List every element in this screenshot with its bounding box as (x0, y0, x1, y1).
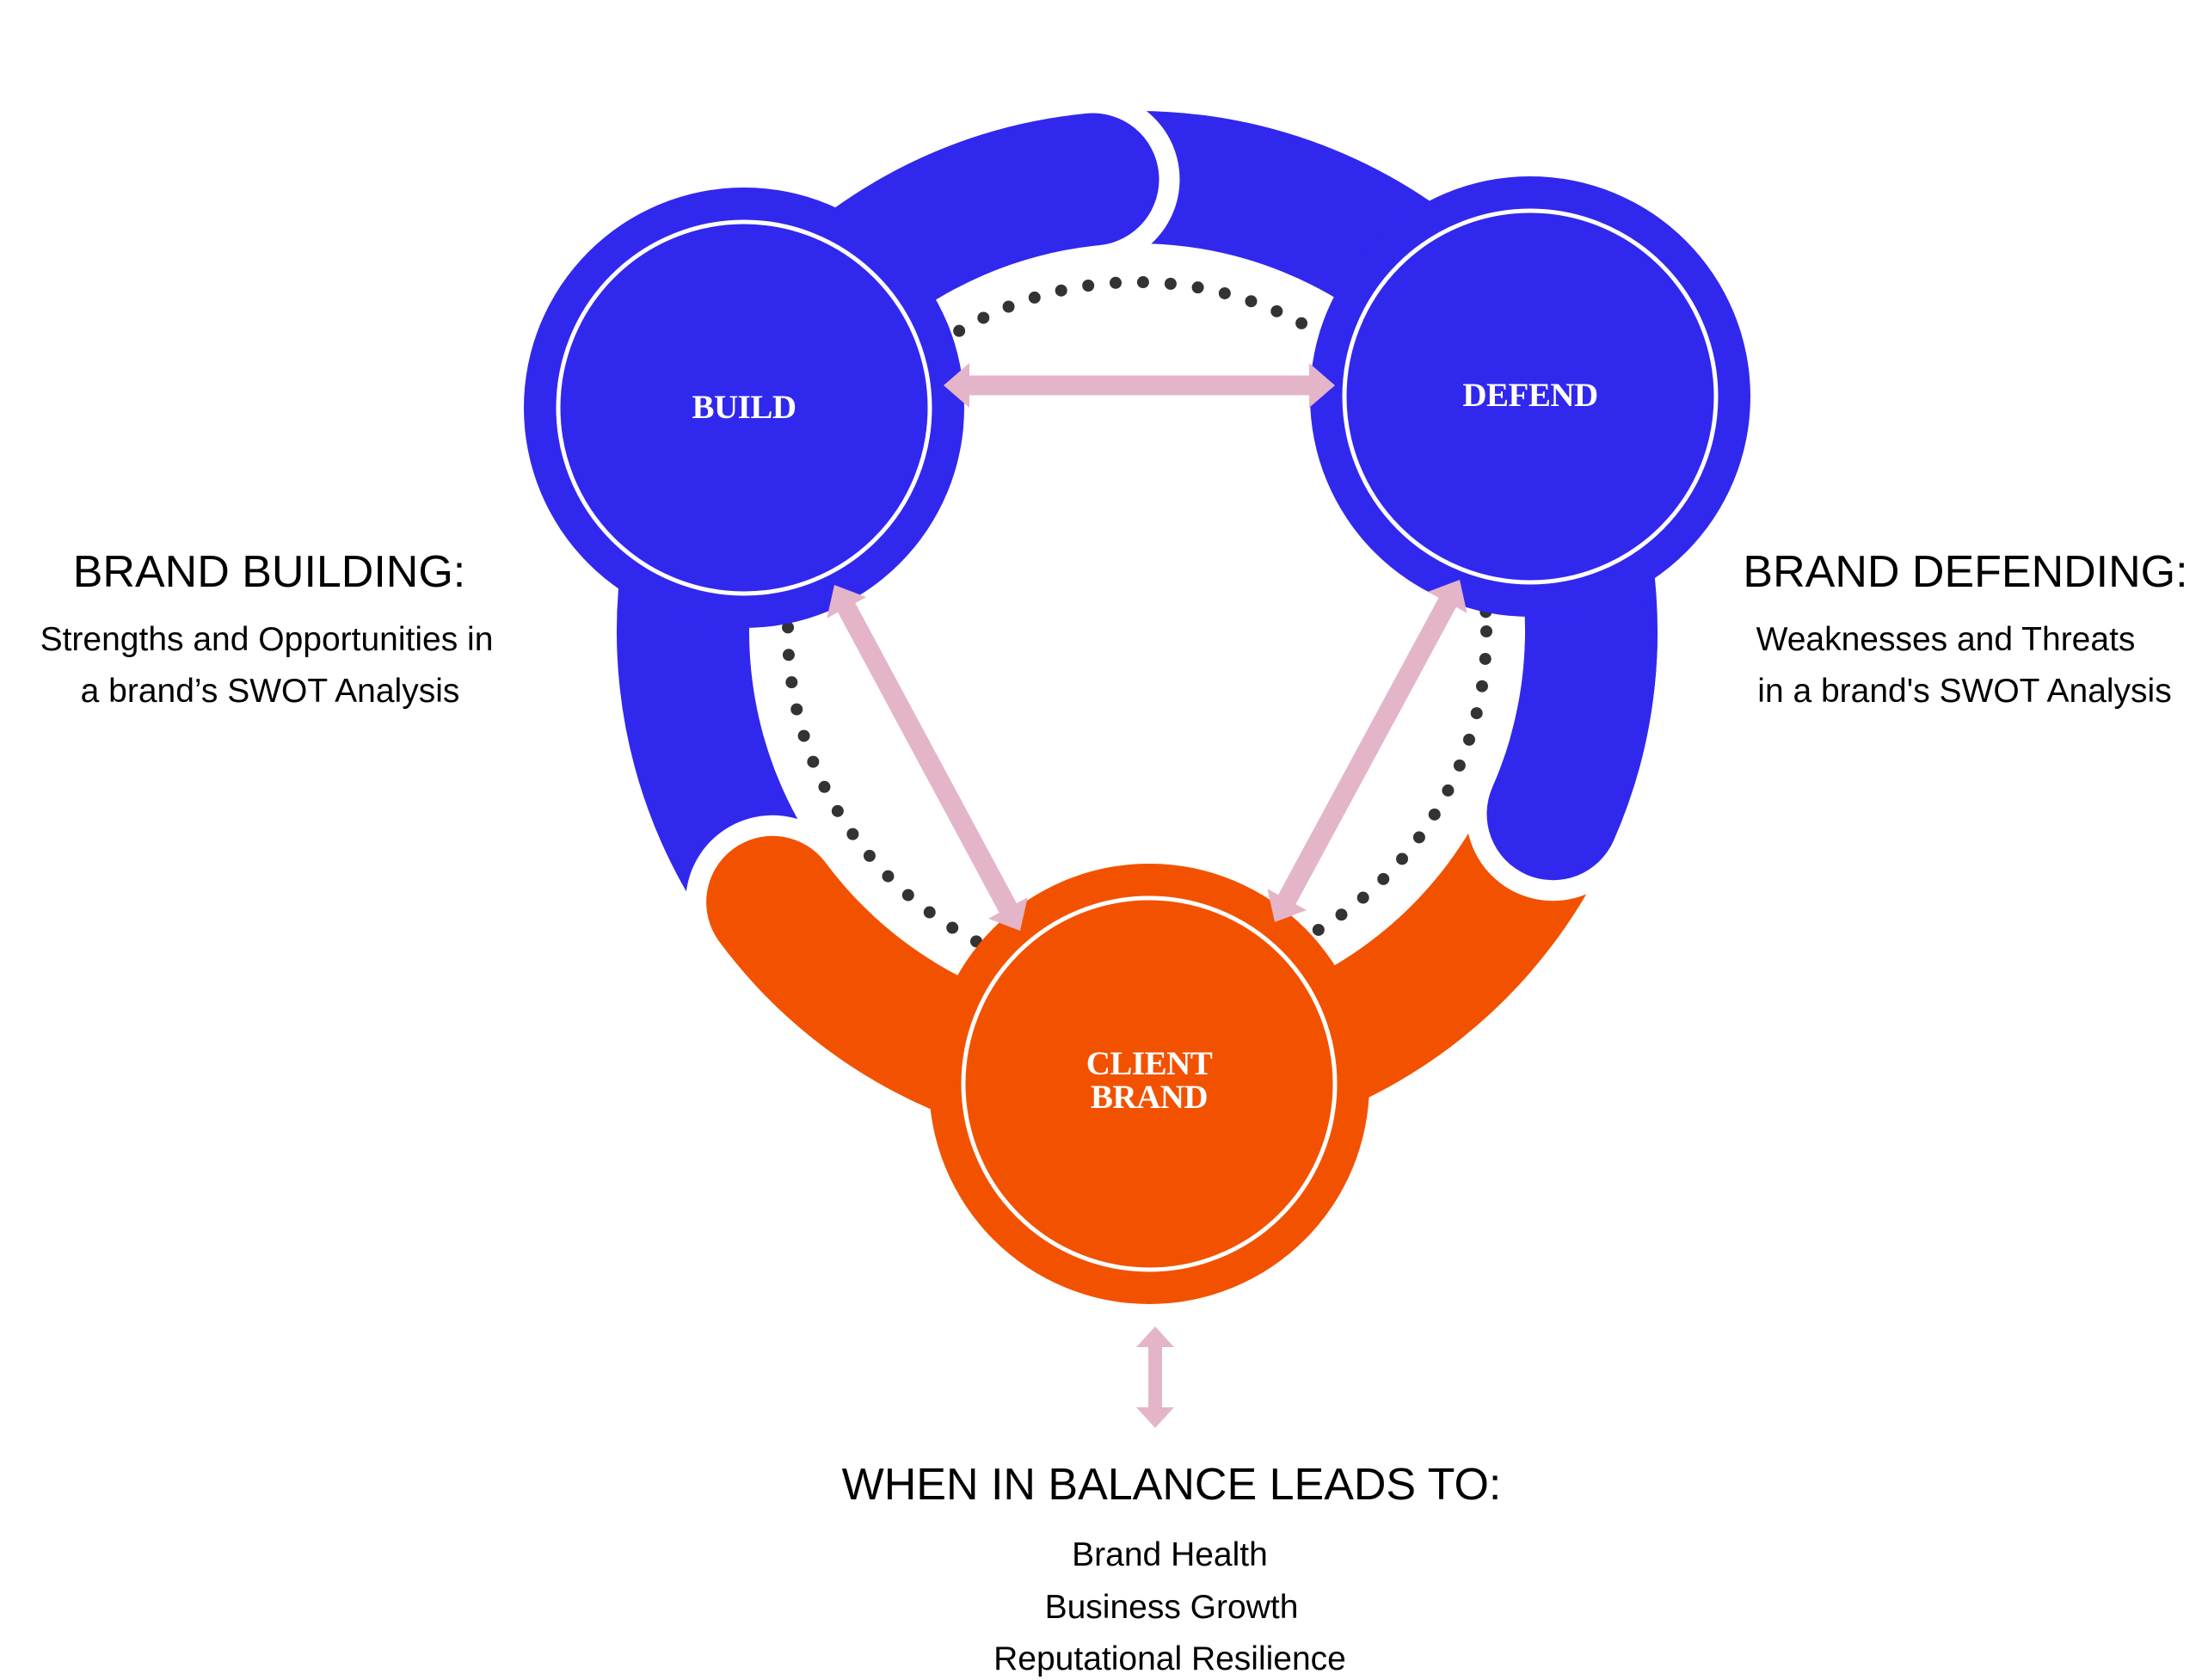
outcome-section: WHEN IN BALANCE LEADS TO: Brand Health B… (842, 1460, 1502, 1677)
brand-building-line-1: Strengths and Opportunities in (40, 621, 494, 658)
node-client-brand: CLIENT BRAND (929, 864, 1369, 1304)
node-build-label: BUILD (692, 389, 796, 426)
brand-building-heading: BRAND BUILDING: (73, 547, 466, 597)
node-defend-white-ring (1342, 208, 1719, 585)
brand-defending-annotation: BRAND DEFENDING: Weaknesses and Threats … (1743, 547, 2187, 710)
outcome-item: Brand Health (1072, 1536, 1268, 1573)
outcome-item: Business Growth (1045, 1589, 1299, 1626)
node-client-white-ring (961, 895, 1338, 1272)
brand-defending-line-1: Weaknesses and Threats (1756, 621, 2136, 658)
outcome-item: Reputational Resilience (993, 1640, 1346, 1677)
node-build-outer-circle (524, 188, 964, 628)
node-defend-outer-circle (1310, 176, 1750, 617)
outcome-heading: WHEN IN BALANCE LEADS TO: (842, 1460, 1502, 1510)
brand-building-annotation: BRAND BUILDING: Strengths and Opportunit… (40, 547, 494, 710)
brand-defending-line-2: in a brand's SWOT Analysis (1757, 673, 2171, 710)
band-segment-client-cap (706, 835, 967, 1086)
node-defend-label: DEFEND (1462, 377, 1597, 414)
node-build: BUILD (524, 188, 964, 628)
arrow-defend-client (1267, 580, 1467, 922)
arrow-client-outcome (1136, 1326, 1174, 1428)
arrow-build-client (827, 585, 1028, 931)
node-client-outer-circle (929, 864, 1369, 1304)
band-segment-defend-cap (1486, 578, 1658, 881)
node-client-label-line-2: BRAND (1091, 1079, 1208, 1116)
brand-defending-heading: BRAND DEFENDING: (1743, 547, 2187, 597)
connector-arrows (827, 363, 1467, 1428)
node-defend: DEFEND (1310, 176, 1750, 617)
node-client-label-line-1: CLIENT (1086, 1045, 1213, 1082)
arrow-build-defend (944, 363, 1335, 408)
band-segment-build-cap (860, 113, 1159, 296)
node-build-white-ring (556, 219, 932, 596)
brand-building-line-2: a brand’s SWOT Analysis (81, 673, 460, 710)
